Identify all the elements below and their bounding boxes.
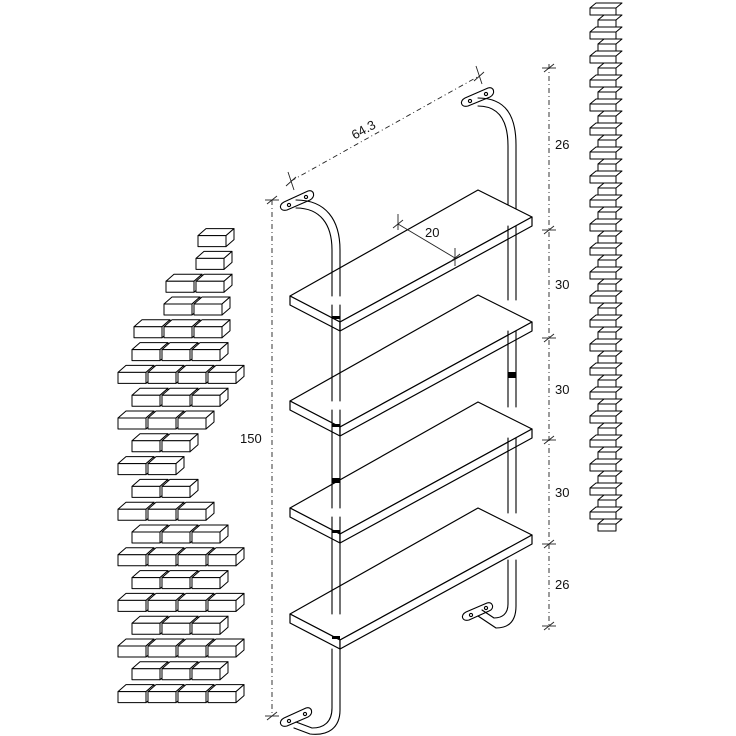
- brick: [589, 218, 623, 232]
- dimension-depth: 20: [392, 214, 461, 266]
- brick: [589, 242, 623, 256]
- brick: [597, 206, 623, 220]
- brick: [589, 122, 623, 136]
- brick: [597, 302, 623, 316]
- brick: [597, 470, 623, 484]
- brick: [195, 273, 233, 293]
- brick: [597, 230, 623, 244]
- brick: [597, 134, 623, 148]
- brick: [191, 615, 229, 635]
- brick: [207, 364, 245, 384]
- dimension-depth-label: 20: [425, 225, 439, 240]
- brick: [589, 362, 623, 376]
- brick: [589, 146, 623, 160]
- rail-rear-top-bracket: [460, 87, 495, 107]
- dimension-width-label: 64.3: [349, 117, 378, 142]
- dimension-spacing: 26 30 30 30 26: [542, 63, 569, 631]
- brick: [597, 350, 623, 364]
- brick: [589, 506, 623, 520]
- brick: [117, 592, 155, 612]
- brick: [193, 296, 231, 316]
- dimension-gap-2-label: 30: [555, 382, 569, 397]
- rail-front-bottom-bracket: [279, 707, 313, 727]
- brick: [193, 319, 231, 339]
- dimension-height: 150: [240, 195, 279, 721]
- brick: [207, 684, 245, 704]
- brick: [195, 250, 233, 270]
- brick: [597, 62, 623, 76]
- brick: [589, 74, 623, 88]
- dimension-gap-top-label: 26: [555, 137, 569, 152]
- brick: [589, 386, 623, 400]
- brick: [197, 228, 235, 248]
- brick: [177, 410, 215, 430]
- brick: [589, 170, 623, 184]
- brick: [597, 398, 623, 412]
- brick: [597, 14, 623, 28]
- brick: [597, 374, 623, 388]
- brick: [191, 570, 229, 590]
- brick: [597, 278, 623, 292]
- brick: [191, 387, 229, 407]
- brick: [597, 494, 623, 508]
- shelves: [289, 189, 533, 650]
- brick: [161, 433, 199, 453]
- brick: [597, 518, 623, 532]
- shelf-4: [289, 507, 533, 650]
- brick: [589, 434, 623, 448]
- brick: [147, 456, 185, 476]
- brick: [207, 592, 245, 612]
- brick: [191, 342, 229, 362]
- brick: [597, 446, 623, 460]
- brick: [589, 26, 623, 40]
- brick: [191, 524, 229, 544]
- brick: [589, 194, 623, 208]
- rail-rear-bottom-bracket: [461, 602, 494, 621]
- brick: [589, 98, 623, 112]
- rail-rear: [460, 87, 517, 629]
- brick: [177, 501, 215, 521]
- brick: [589, 50, 623, 64]
- shelf-3: [289, 401, 533, 544]
- brick: [589, 338, 623, 352]
- brick: [589, 482, 623, 496]
- brick: [597, 38, 623, 52]
- brick: [161, 478, 199, 498]
- brick: [131, 615, 169, 635]
- brick: [589, 458, 623, 472]
- dimension-gap-1-label: 30: [555, 277, 569, 292]
- brick: [597, 158, 623, 172]
- rail-front-top-bracket: [279, 190, 315, 211]
- brick: [597, 182, 623, 196]
- brick: [597, 110, 623, 124]
- brick-wall-right: [589, 2, 623, 532]
- dimension-height-label: 150: [240, 431, 262, 446]
- brick: [191, 661, 229, 681]
- brick: [161, 342, 199, 362]
- brick: [597, 422, 623, 436]
- spacing-ticks: [542, 63, 556, 631]
- brick: [597, 254, 623, 268]
- brick: [589, 266, 623, 280]
- brick: [597, 86, 623, 100]
- brick: [597, 326, 623, 340]
- rail-rear-segments: [507, 225, 517, 514]
- brick: [131, 433, 169, 453]
- brick: [207, 638, 245, 658]
- rail-front: [279, 190, 341, 735]
- brick: [589, 2, 623, 16]
- brick: [589, 314, 623, 328]
- brick: [177, 547, 215, 567]
- dimension-gap-3-label: 30: [555, 485, 569, 500]
- shelf-1: [289, 189, 533, 332]
- brick-wall-left: [117, 228, 245, 704]
- brick: [589, 290, 623, 304]
- dimension-gap-bottom-label: 26: [555, 577, 569, 592]
- brick: [589, 410, 623, 424]
- dimension-width: 64.3: [285, 65, 485, 191]
- brick: [207, 547, 245, 567]
